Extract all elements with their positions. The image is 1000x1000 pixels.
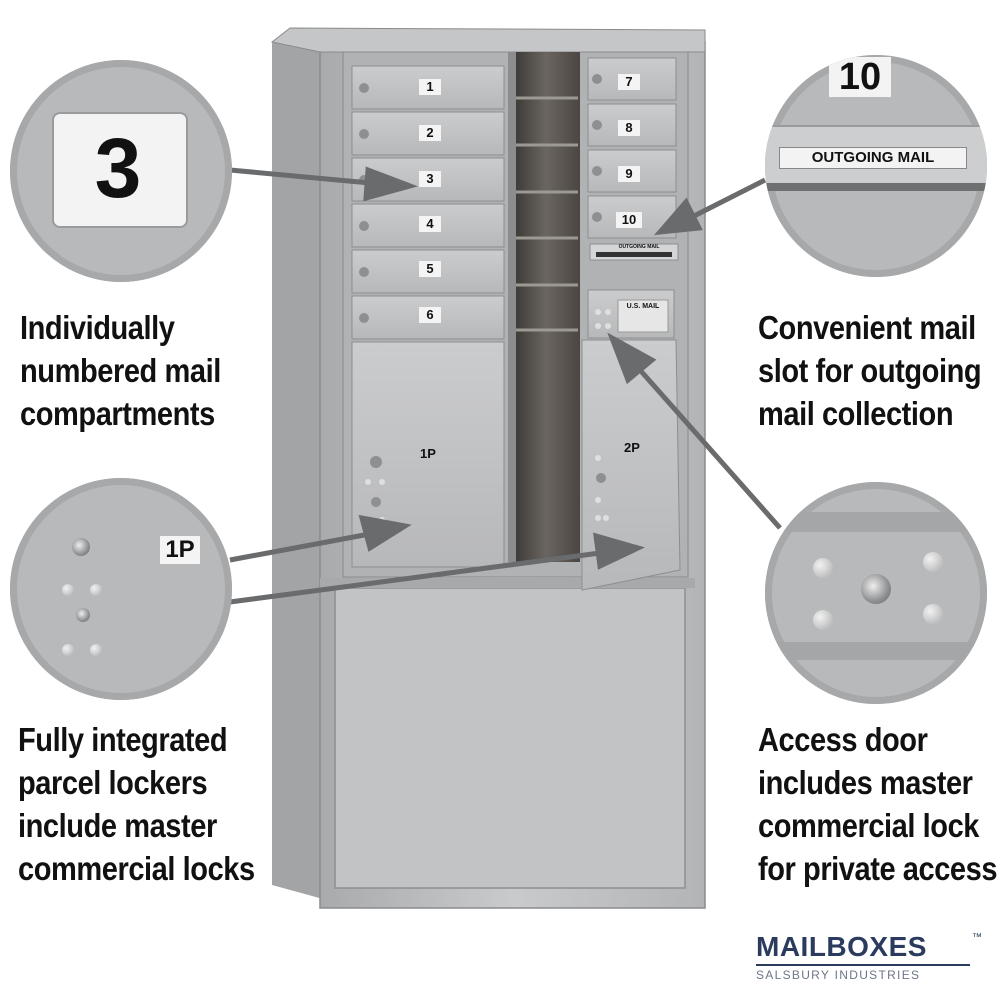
callout-line: parcel lockers xyxy=(18,764,208,801)
zoom-access-door xyxy=(765,482,987,704)
callout-arrows xyxy=(229,166,782,605)
usmail-plate-label: U.S. MAIL xyxy=(626,303,660,310)
compartment-label-2: 2 xyxy=(419,125,441,141)
compartment-label-9: 9 xyxy=(618,166,640,182)
zoom-rivet-icon xyxy=(813,610,833,630)
callout-line: Fully integrated xyxy=(18,721,228,758)
callout-line: for private access xyxy=(758,850,998,887)
callout-line: includes master xyxy=(758,764,973,801)
parcel-label-2p: 2P xyxy=(624,440,640,455)
zoom-number-3: 3 xyxy=(94,121,142,215)
zoom-rivet-icon xyxy=(90,644,102,656)
parcel-label-1p: 1P xyxy=(420,446,436,461)
brand-trademark: ™ xyxy=(972,932,982,943)
brand-name: MAILBOXES xyxy=(756,931,927,962)
compartment-label-4: 4 xyxy=(419,216,441,232)
compartment-label-7: 7 xyxy=(618,74,640,90)
compartment-label-1: 1 xyxy=(419,79,441,95)
callout-line: slot for outgoing xyxy=(758,352,982,389)
brand-underline xyxy=(756,964,970,966)
callout-line: commercial lock xyxy=(758,807,980,844)
callout-line: compartments xyxy=(20,395,215,432)
callout-numbered-compartments: Individually numbered mail compartments xyxy=(20,306,221,435)
zoom-rivet-icon xyxy=(923,552,943,572)
zoom-compartment-number: 3 xyxy=(10,60,232,282)
callout-line: Convenient mail xyxy=(758,309,976,346)
zoom-parcel-lock-icon xyxy=(72,538,90,556)
zoom-door-top-edge xyxy=(765,512,987,532)
zoom-rivet-icon xyxy=(813,558,833,578)
brand-subtitle: SALSBURY INDUSTRIES xyxy=(756,968,921,982)
compartment-label-6: 6 xyxy=(419,307,441,323)
compartment-label-5: 5 xyxy=(419,261,441,277)
outgoing-slot-label: OUTGOING MAIL xyxy=(618,244,660,250)
compartment-label-3: 3 xyxy=(419,171,441,187)
right-compartment-doors xyxy=(581,57,681,591)
compartment-label-8: 8 xyxy=(618,120,640,136)
brand-logo: MAILBOXES ™ SALSBURY INDUSTRIES xyxy=(756,930,986,990)
callout-line: numbered mail xyxy=(20,352,221,389)
callout-outgoing-slot: Convenient mail slot for outgoing mail c… xyxy=(758,306,982,435)
zoom-parcel-locker: 1P xyxy=(10,478,232,700)
callout-line: mail collection xyxy=(758,395,954,432)
zoom-number-10: 10 xyxy=(829,57,891,97)
zoom-outgoing-mail: 10 OUTGOING MAIL xyxy=(765,55,987,277)
compartment-label-10: 10 xyxy=(616,212,642,228)
zoom-mail-slot xyxy=(765,183,987,191)
zoom-rivet-icon xyxy=(62,644,74,656)
zoom-rivet-icon xyxy=(62,584,74,596)
callout-line: include master xyxy=(18,807,217,844)
zoom-master-lock-icon xyxy=(861,574,891,604)
zoom-outgoing-label: OUTGOING MAIL xyxy=(779,147,967,169)
zoom-parcel-label: 1P xyxy=(160,536,200,564)
zoom-door-bottom-edge xyxy=(765,642,987,660)
zoom-rivet-icon xyxy=(923,604,943,624)
callout-line: Access door xyxy=(758,721,928,758)
zoom-rivet-icon xyxy=(90,584,102,596)
zoom-number-plate xyxy=(52,112,188,228)
callout-access-door: Access door includes master commercial l… xyxy=(758,718,998,890)
callout-line: Individually xyxy=(20,309,175,346)
zoom-parcel-lock2-icon xyxy=(76,608,90,622)
callout-parcel-lockers: Fully integrated parcel lockers include … xyxy=(18,718,255,890)
callout-line: commercial locks xyxy=(18,850,255,887)
